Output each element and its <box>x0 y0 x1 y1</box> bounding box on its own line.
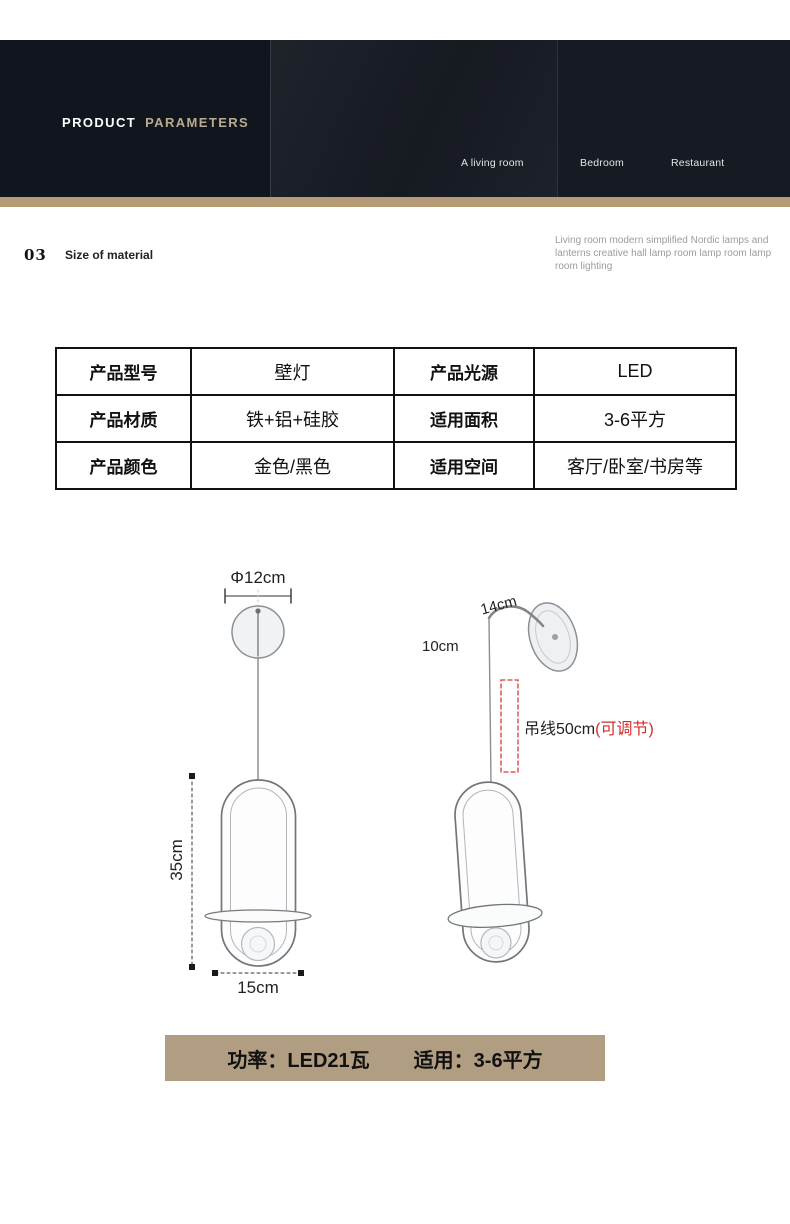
wall-lamp-drawing <box>447 602 579 963</box>
header-panel-right <box>557 40 790 197</box>
header-banner <box>0 40 790 197</box>
gold-accent-strip <box>0 197 790 207</box>
table-row: 产品颜色 金色/黑色 适用空间 客厅/卧室/书房等 <box>55 441 737 490</box>
pendant-lamp-drawing <box>189 588 312 976</box>
pendant-diameter-label: Φ12cm <box>230 568 286 587</box>
dimension-diagram: Φ12cm 35cm 15cm 14cm 10cm 吊线50cm(可调节) <box>0 560 790 1030</box>
spec-key: 产品材质 <box>55 394 192 443</box>
spec-value: LED <box>533 347 737 396</box>
pendant-width-label: 15cm <box>237 978 279 997</box>
cord-adjustable-note: (可调节) <box>595 721 654 738</box>
cord-length-text: 吊线50cm <box>524 721 596 738</box>
room-label-living-room: A living room <box>461 157 524 169</box>
wall-cord-label: 吊线50cm(可调节) <box>524 715 654 739</box>
spec-value: 壁灯 <box>190 347 395 396</box>
pendant-height-label: 35cm <box>167 839 186 881</box>
area-text: 适用：3-6平方 <box>413 1049 543 1072</box>
spec-key: 适用空间 <box>393 441 535 490</box>
lamp-line-art <box>189 588 579 976</box>
power-text: 功率：LED21瓦 <box>227 1049 370 1072</box>
room-label-bedroom: Bedroom <box>580 157 625 169</box>
section-description: Living room modern simplified Nordic lam… <box>555 235 772 272</box>
power-banner: 功率：LED21瓦 适用：3-6平方 <box>165 1035 605 1081</box>
section-number: 03 <box>24 246 47 264</box>
spec-value: 金色/黑色 <box>190 441 395 490</box>
spec-key: 产品颜色 <box>55 441 192 490</box>
spec-value: 3-6平方 <box>533 394 737 443</box>
table-row: 产品材质 铁+铝+硅胶 适用面积 3-6平方 <box>55 394 737 443</box>
spec-table: 产品型号 壁灯 产品光源 LED 产品材质 铁+铝+硅胶 适用面积 3-6平方 … <box>55 347 737 490</box>
page-title: PRODUCT PARAMETERS <box>62 115 249 130</box>
spec-key: 适用面积 <box>393 394 535 443</box>
title-product: PRODUCT <box>62 115 137 130</box>
spec-value: 客厅/卧室/书房等 <box>533 441 737 490</box>
wall-drop-label: 10cm <box>422 638 459 655</box>
room-label-restaurant: Restaurant <box>671 157 725 169</box>
section-title: Size of material <box>65 248 154 262</box>
spec-value: 铁+铝+硅胶 <box>190 394 395 443</box>
spec-key: 产品型号 <box>55 347 192 396</box>
header-panel-middle <box>270 40 557 197</box>
spec-key: 产品光源 <box>393 347 535 396</box>
title-parameters: PARAMETERS <box>145 115 250 130</box>
table-row: 产品型号 壁灯 产品光源 LED <box>55 347 737 396</box>
